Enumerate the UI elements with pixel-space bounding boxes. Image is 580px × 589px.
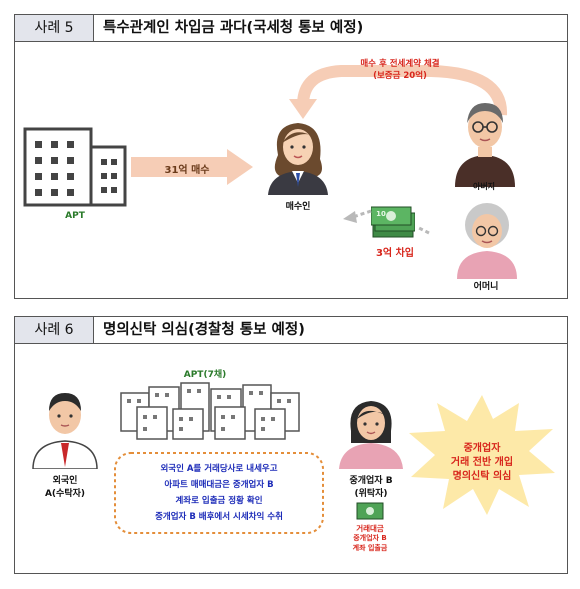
- broker-woman-icon: [339, 401, 403, 469]
- apt-building-icon: [23, 127, 127, 207]
- deposit-money-icon: [356, 502, 384, 520]
- case5-header: 사례 5 특수관계인 차입금 과다(국세청 통보 예정): [15, 15, 567, 42]
- foreigner-man-icon: [32, 393, 98, 469]
- broker-line2: (위탁자): [354, 489, 388, 499]
- description-box-border: [114, 452, 324, 534]
- case6-header: 사례 6 명의신탁 의심(경찰청 통보 예정): [15, 317, 567, 344]
- description-line-2: 아파트 매매대금은 중개업자 B: [164, 480, 274, 490]
- lease-line2: (보증금 20억): [373, 71, 427, 81]
- buyer-label: 매수인: [285, 202, 311, 212]
- case5-title: 특수관계인 차입금 과다(국세청 통보 예정): [103, 20, 364, 36]
- loan-arrow-icon: [343, 209, 430, 235]
- father-icon: [455, 103, 515, 187]
- mother-label: 어머니: [473, 282, 499, 292]
- case6-panel: 사례 6 명의신탁 의심(경찰청 통보 예정) APT(7채): [14, 316, 568, 574]
- description-line-1: 외국인 A를 거래당사로 내세우고: [160, 464, 278, 474]
- case6-label: 사례 6: [15, 317, 94, 343]
- case5-apt-label: APT: [65, 211, 85, 221]
- burst-line-2: 거래 전반 개입: [450, 457, 514, 468]
- lease-arrow-icon: [289, 65, 508, 119]
- money-stack-value: 10: [376, 210, 386, 218]
- burst-line-1: 중개업자: [463, 443, 501, 454]
- loan-label: 3억 차입: [375, 248, 415, 259]
- case5-panel: 사례 5 특수관계인 차입금 과다(국세청 통보 예정) APT 31억 매수 …: [14, 14, 568, 299]
- purchase-arrow-icon: [131, 149, 253, 185]
- suspicion-burst-shape: [409, 395, 555, 515]
- deposit-line3: 계좌 입출금: [352, 544, 388, 552]
- description-line-4: 중개업자 B 배후에서 시세차익 수취: [155, 512, 283, 522]
- deposit-line1: 거래대금: [356, 524, 384, 533]
- money-stack-icon: [371, 206, 415, 238]
- purchase-arrow-label: 31억 매수: [164, 165, 210, 176]
- mother-icon: [457, 203, 517, 279]
- apartments-cluster-icon: [120, 382, 300, 440]
- burst-line-3: 명의신탁 의심: [452, 471, 512, 482]
- foreigner-line2: A(수탁자): [44, 489, 86, 499]
- deposit-line2: 중개업자 B: [353, 534, 387, 542]
- case5-label: 사례 5: [15, 15, 94, 41]
- father-label: 아버지: [472, 182, 496, 191]
- description-line-3: 계좌로 입출금 정황 확인: [175, 496, 263, 506]
- broker-line1: 중개업자 B: [349, 476, 393, 486]
- case6-title: 명의신탁 의심(경찰청 통보 예정): [103, 322, 305, 338]
- foreigner-line1: 외국인: [52, 476, 78, 486]
- lease-line1: 매수 후 전세계약 체결: [360, 59, 440, 69]
- case6-apt-label: APT(7채): [183, 370, 227, 380]
- buyer-woman-icon: [268, 123, 328, 195]
